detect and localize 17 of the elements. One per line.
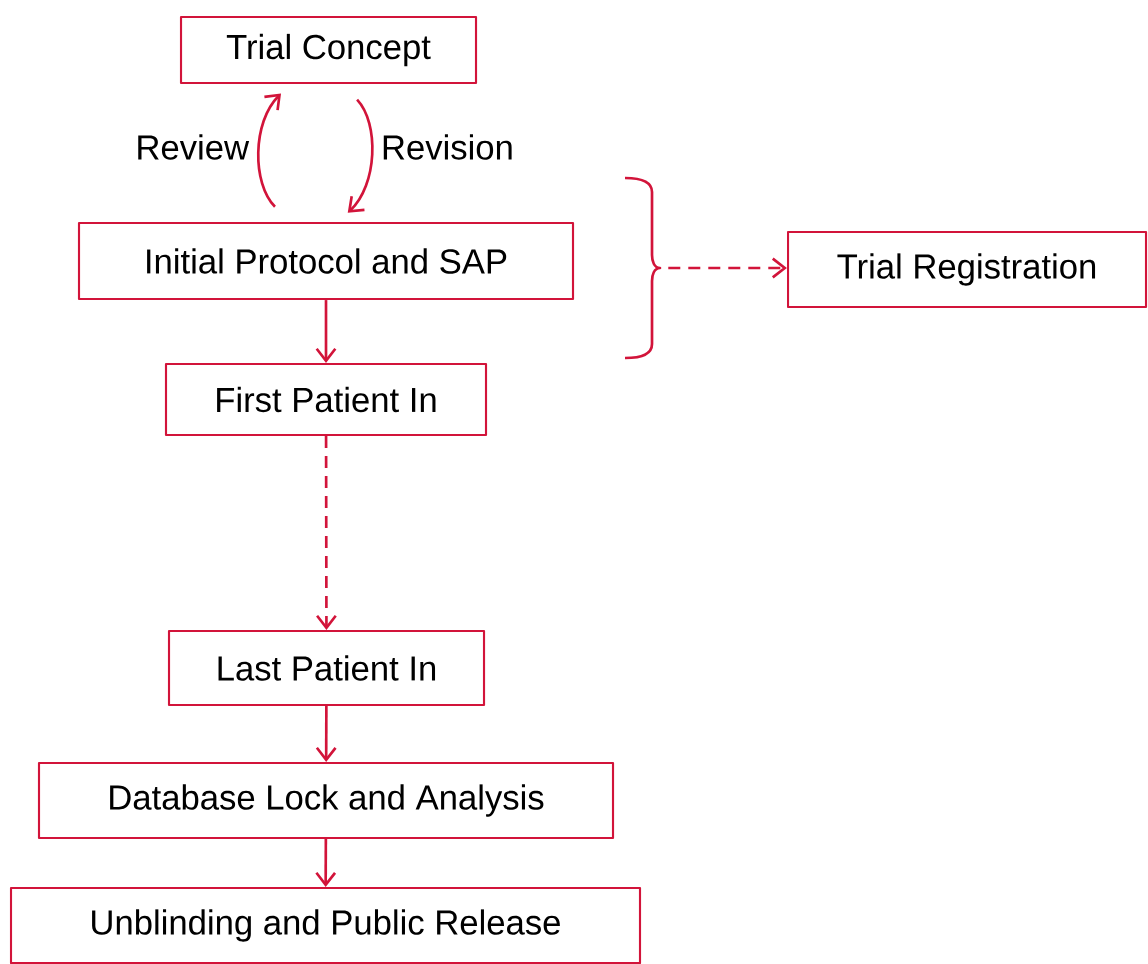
curly-bracket (625, 176, 662, 360)
arrow (315, 300, 337, 363)
process-box: Database Lock and Analysis (37, 761, 615, 840)
process-box: Last Patient In (167, 629, 486, 707)
process-box: Trial Concept (179, 15, 478, 85)
arrow (668, 257, 787, 279)
arrow (315, 706, 337, 762)
edge-label: Review (132, 131, 252, 163)
process-box: Trial Registration (786, 230, 1148, 309)
edge-label: Revision (378, 131, 517, 163)
arrow (347, 98, 374, 213)
arrow (256, 93, 282, 208)
process-box: Unblinding and Public Release (9, 886, 642, 964)
process-box: Initial Protocol and SAP (77, 221, 575, 301)
arrow (315, 839, 337, 887)
arrow (316, 436, 337, 630)
process-box: First Patient In (164, 362, 488, 437)
